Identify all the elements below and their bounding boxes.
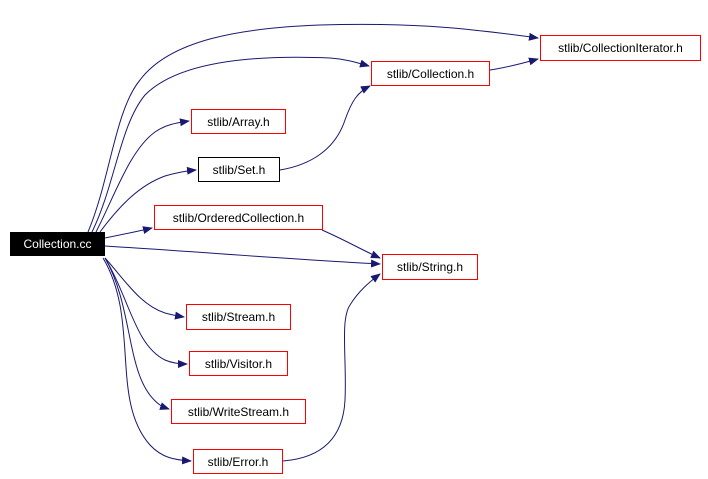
node-array-h[interactable]: stlib/Array.h (191, 109, 286, 134)
node-label: Collection.cc (23, 237, 92, 251)
edge-set-to-collection (279, 85, 371, 171)
edge-root-to-set (99, 166, 197, 233)
edge-error-to-string (282, 273, 381, 462)
edge-root-to-visitor (104, 257, 188, 368)
node-label: stlib/Error.h (207, 454, 269, 469)
node-label: stlib/Collection.h (386, 66, 475, 81)
node-label: stlib/Array.h (207, 114, 270, 129)
node-visitor-h[interactable]: stlib/Visitor.h (189, 351, 288, 376)
node-label: stlib/Set.h (212, 162, 266, 177)
edge-root-to-collectioniterator (87, 23, 539, 233)
node-set-h[interactable]: stlib/Set.h (198, 157, 280, 182)
node-error-h[interactable]: stlib/Error.h (193, 449, 283, 474)
edge-orderedcollection-to-string (321, 229, 381, 259)
node-label: stlib/WriteStream.h (187, 404, 290, 419)
node-label: stlib/CollectionIterator.h (558, 41, 683, 55)
node-collection-cc[interactable]: Collection.cc (10, 232, 105, 256)
edge-collection-to-collectioniterator (489, 57, 539, 71)
edge-root-to-error (102, 257, 192, 465)
edge-root-to-stream (104, 257, 185, 320)
edge-root-to-orderedcollection (104, 226, 153, 239)
node-stream-h[interactable]: stlib/Stream.h (186, 304, 291, 330)
node-label: stlib/Visitor.h (204, 356, 273, 371)
node-label: stlib/OrderedCollection.h (172, 210, 305, 225)
node-string-h[interactable]: stlib/String.h (382, 254, 478, 280)
node-collectioniterator-h[interactable]: stlib/CollectionIterator.h (540, 35, 701, 61)
node-orderedcollection-h[interactable]: stlib/OrderedCollection.h (154, 205, 323, 230)
edge-root-to-string (104, 245, 381, 268)
node-writestream-h[interactable]: stlib/WriteStream.h (171, 399, 306, 424)
node-label: stlib/String.h (396, 260, 464, 274)
edge-root-to-collection (91, 56, 370, 233)
edge-root-to-array (95, 118, 190, 233)
edge-root-to-writestream (104, 257, 170, 410)
node-collection-h[interactable]: stlib/Collection.h (371, 61, 490, 86)
node-label: stlib/Stream.h (201, 310, 276, 324)
